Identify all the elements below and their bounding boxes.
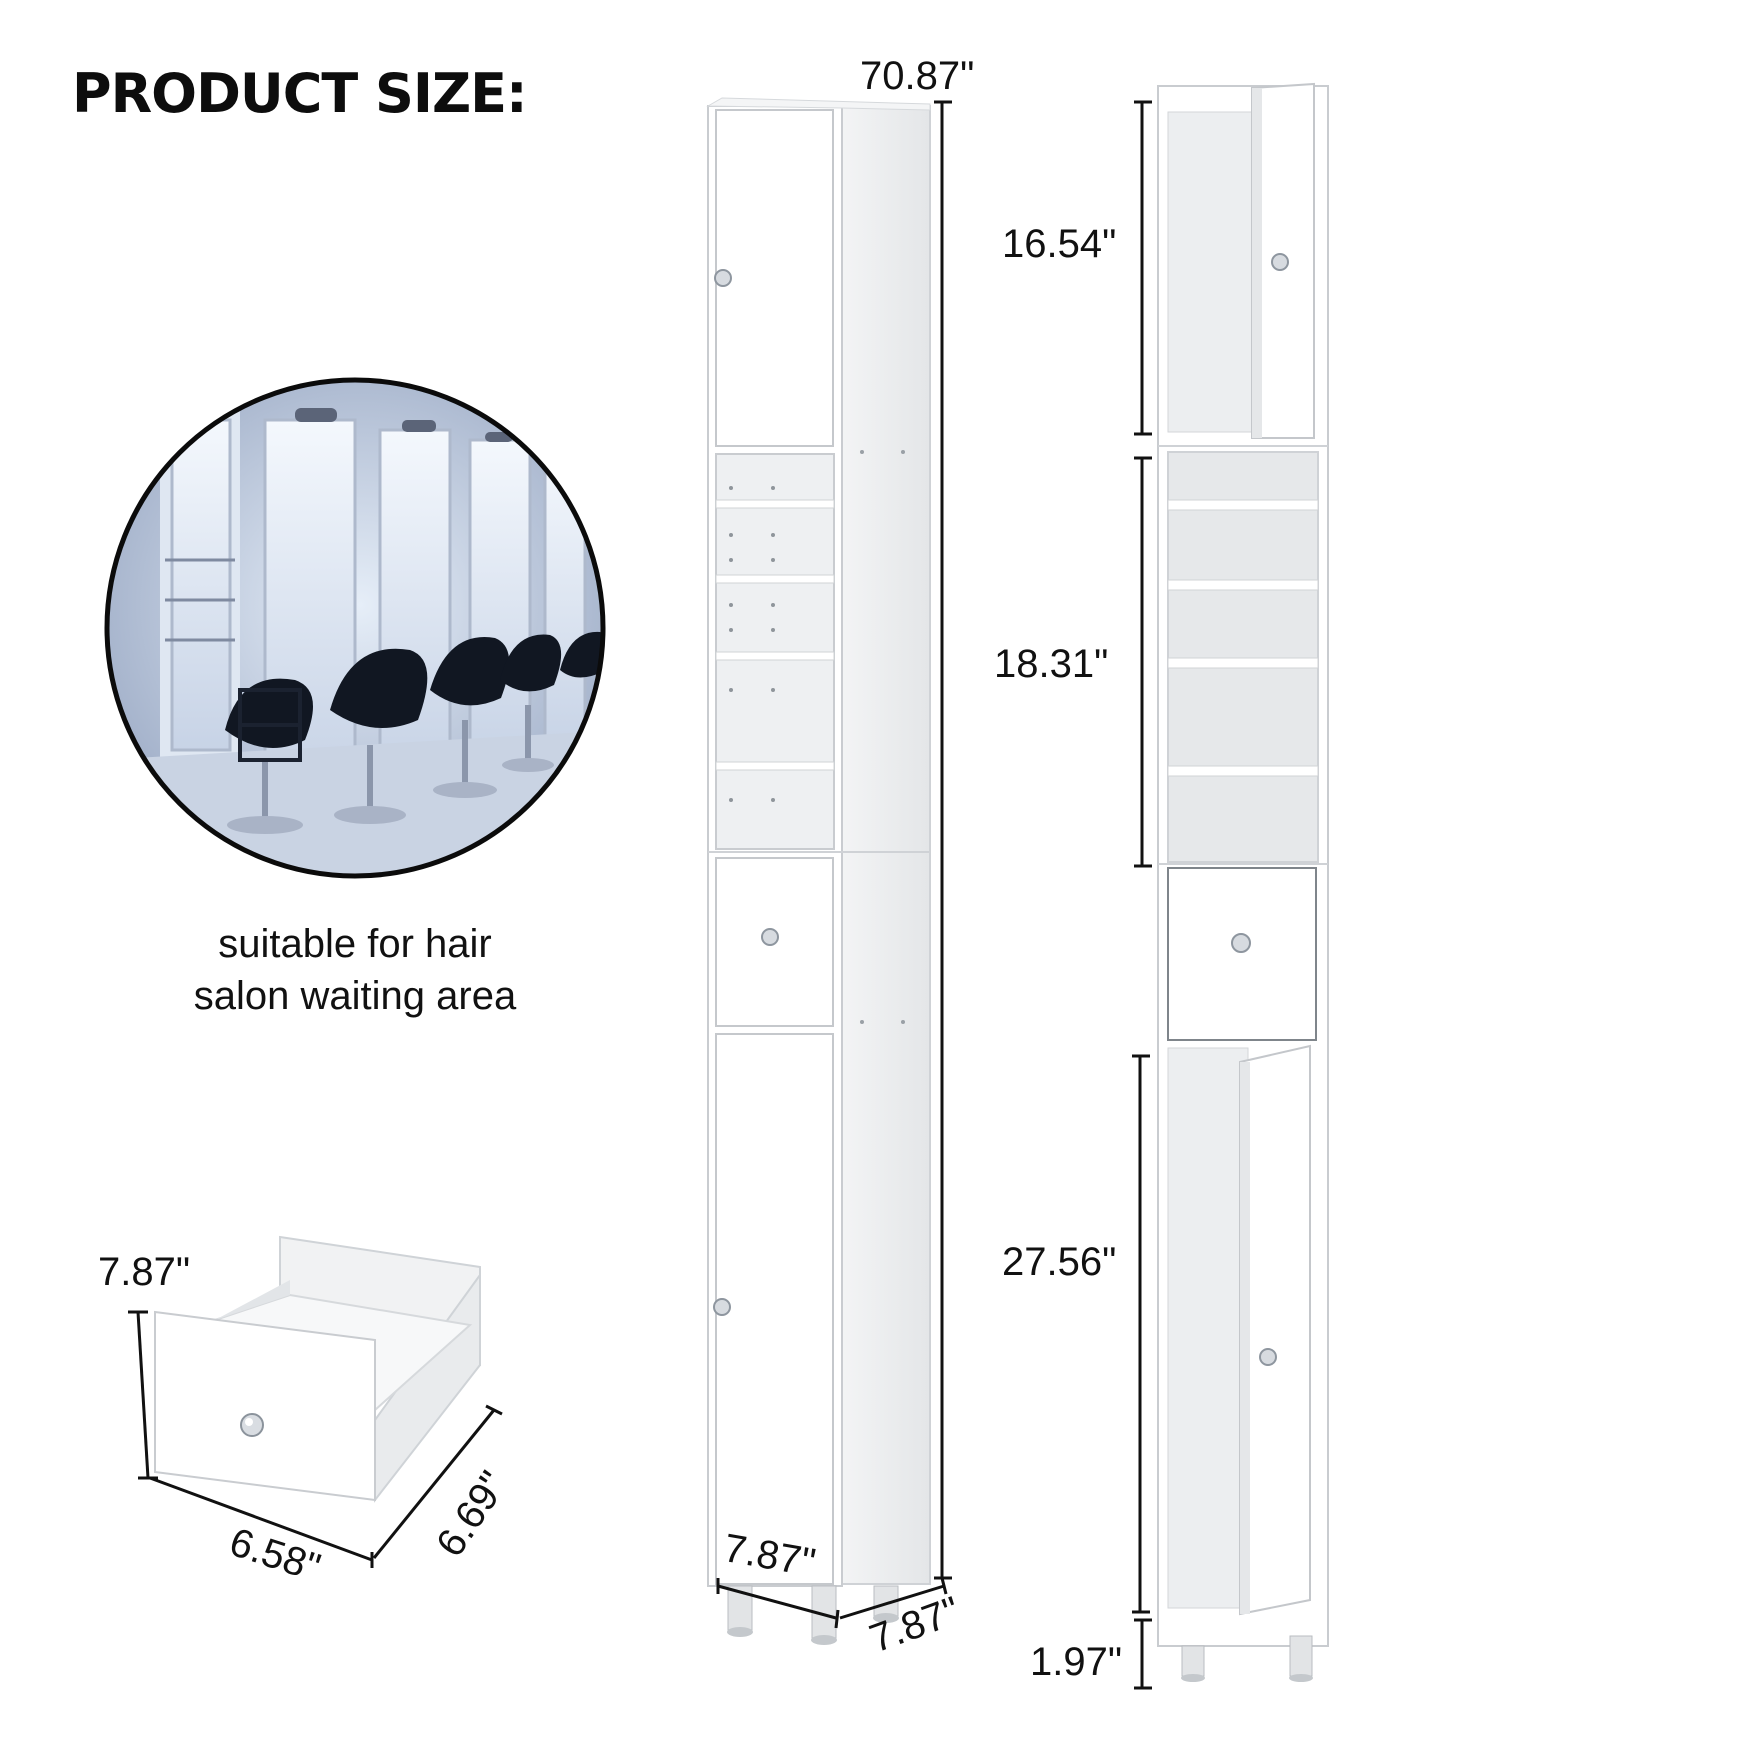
cabinet-legs (727, 1585, 899, 1645)
caption: suitable for hair salon waiting area (150, 918, 560, 1022)
caption-line-1: suitable for hair (218, 922, 492, 966)
caption-line-2: salon waiting area (193, 974, 517, 1018)
knob-icon (714, 269, 732, 287)
bottom-cabinet-height-label: 27.56" (1002, 1240, 1117, 1284)
shelves-height-label: 18.31" (994, 642, 1109, 686)
open-cabinet (1157, 82, 1329, 1682)
front-cabinet (706, 97, 931, 1645)
bottom-door (715, 1033, 834, 1585)
knob-icon (1259, 1348, 1277, 1366)
side-dimension-lines (1132, 100, 1152, 1690)
drawer-dimension-lines (128, 1310, 503, 1568)
front-dimension-lines (716, 100, 952, 1629)
side-cabinet-legs (1181, 1635, 1313, 1682)
top-cabinet-height-label: 16.54" (1002, 222, 1117, 266)
knob-icon (1271, 253, 1289, 271)
knob-icon (1231, 933, 1251, 953)
salon-photo (104, 377, 606, 879)
side-drawer (1167, 867, 1317, 1041)
page-title: PRODUCT SIZE: (72, 62, 528, 125)
knob-icon (713, 1298, 731, 1316)
drawer-illustration (154, 1235, 481, 1503)
open-bottom-door (1239, 1044, 1311, 1616)
knob-icon (761, 928, 779, 946)
front-height-label: 70.87" (860, 54, 975, 98)
leg-height-label: 1.97" (1030, 1640, 1123, 1684)
side-open-shelves (1167, 451, 1319, 863)
top-door (715, 109, 834, 447)
drawer-height-label: 7.87" (98, 1250, 191, 1294)
